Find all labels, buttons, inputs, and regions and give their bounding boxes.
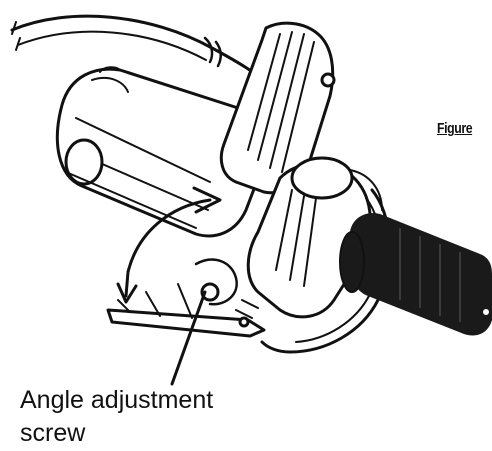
handle-grip-icon: [339, 212, 492, 336]
caption-line-2: screw: [20, 419, 86, 447]
cord-break-mark: [11, 21, 21, 51]
figure-caption: Angle adjustment screw: [20, 384, 213, 450]
rotation-arrow-icon: [124, 198, 212, 298]
caption-line-1: Angle adjustment: [20, 386, 214, 414]
power-cord-inner: [17, 30, 207, 61]
cord-strain-relief: [203, 36, 222, 68]
figure-label: Figure: [437, 120, 473, 137]
pointer-line-icon: [170, 290, 207, 386]
front-knob: [290, 156, 354, 200]
base-plate: [106, 308, 266, 338]
